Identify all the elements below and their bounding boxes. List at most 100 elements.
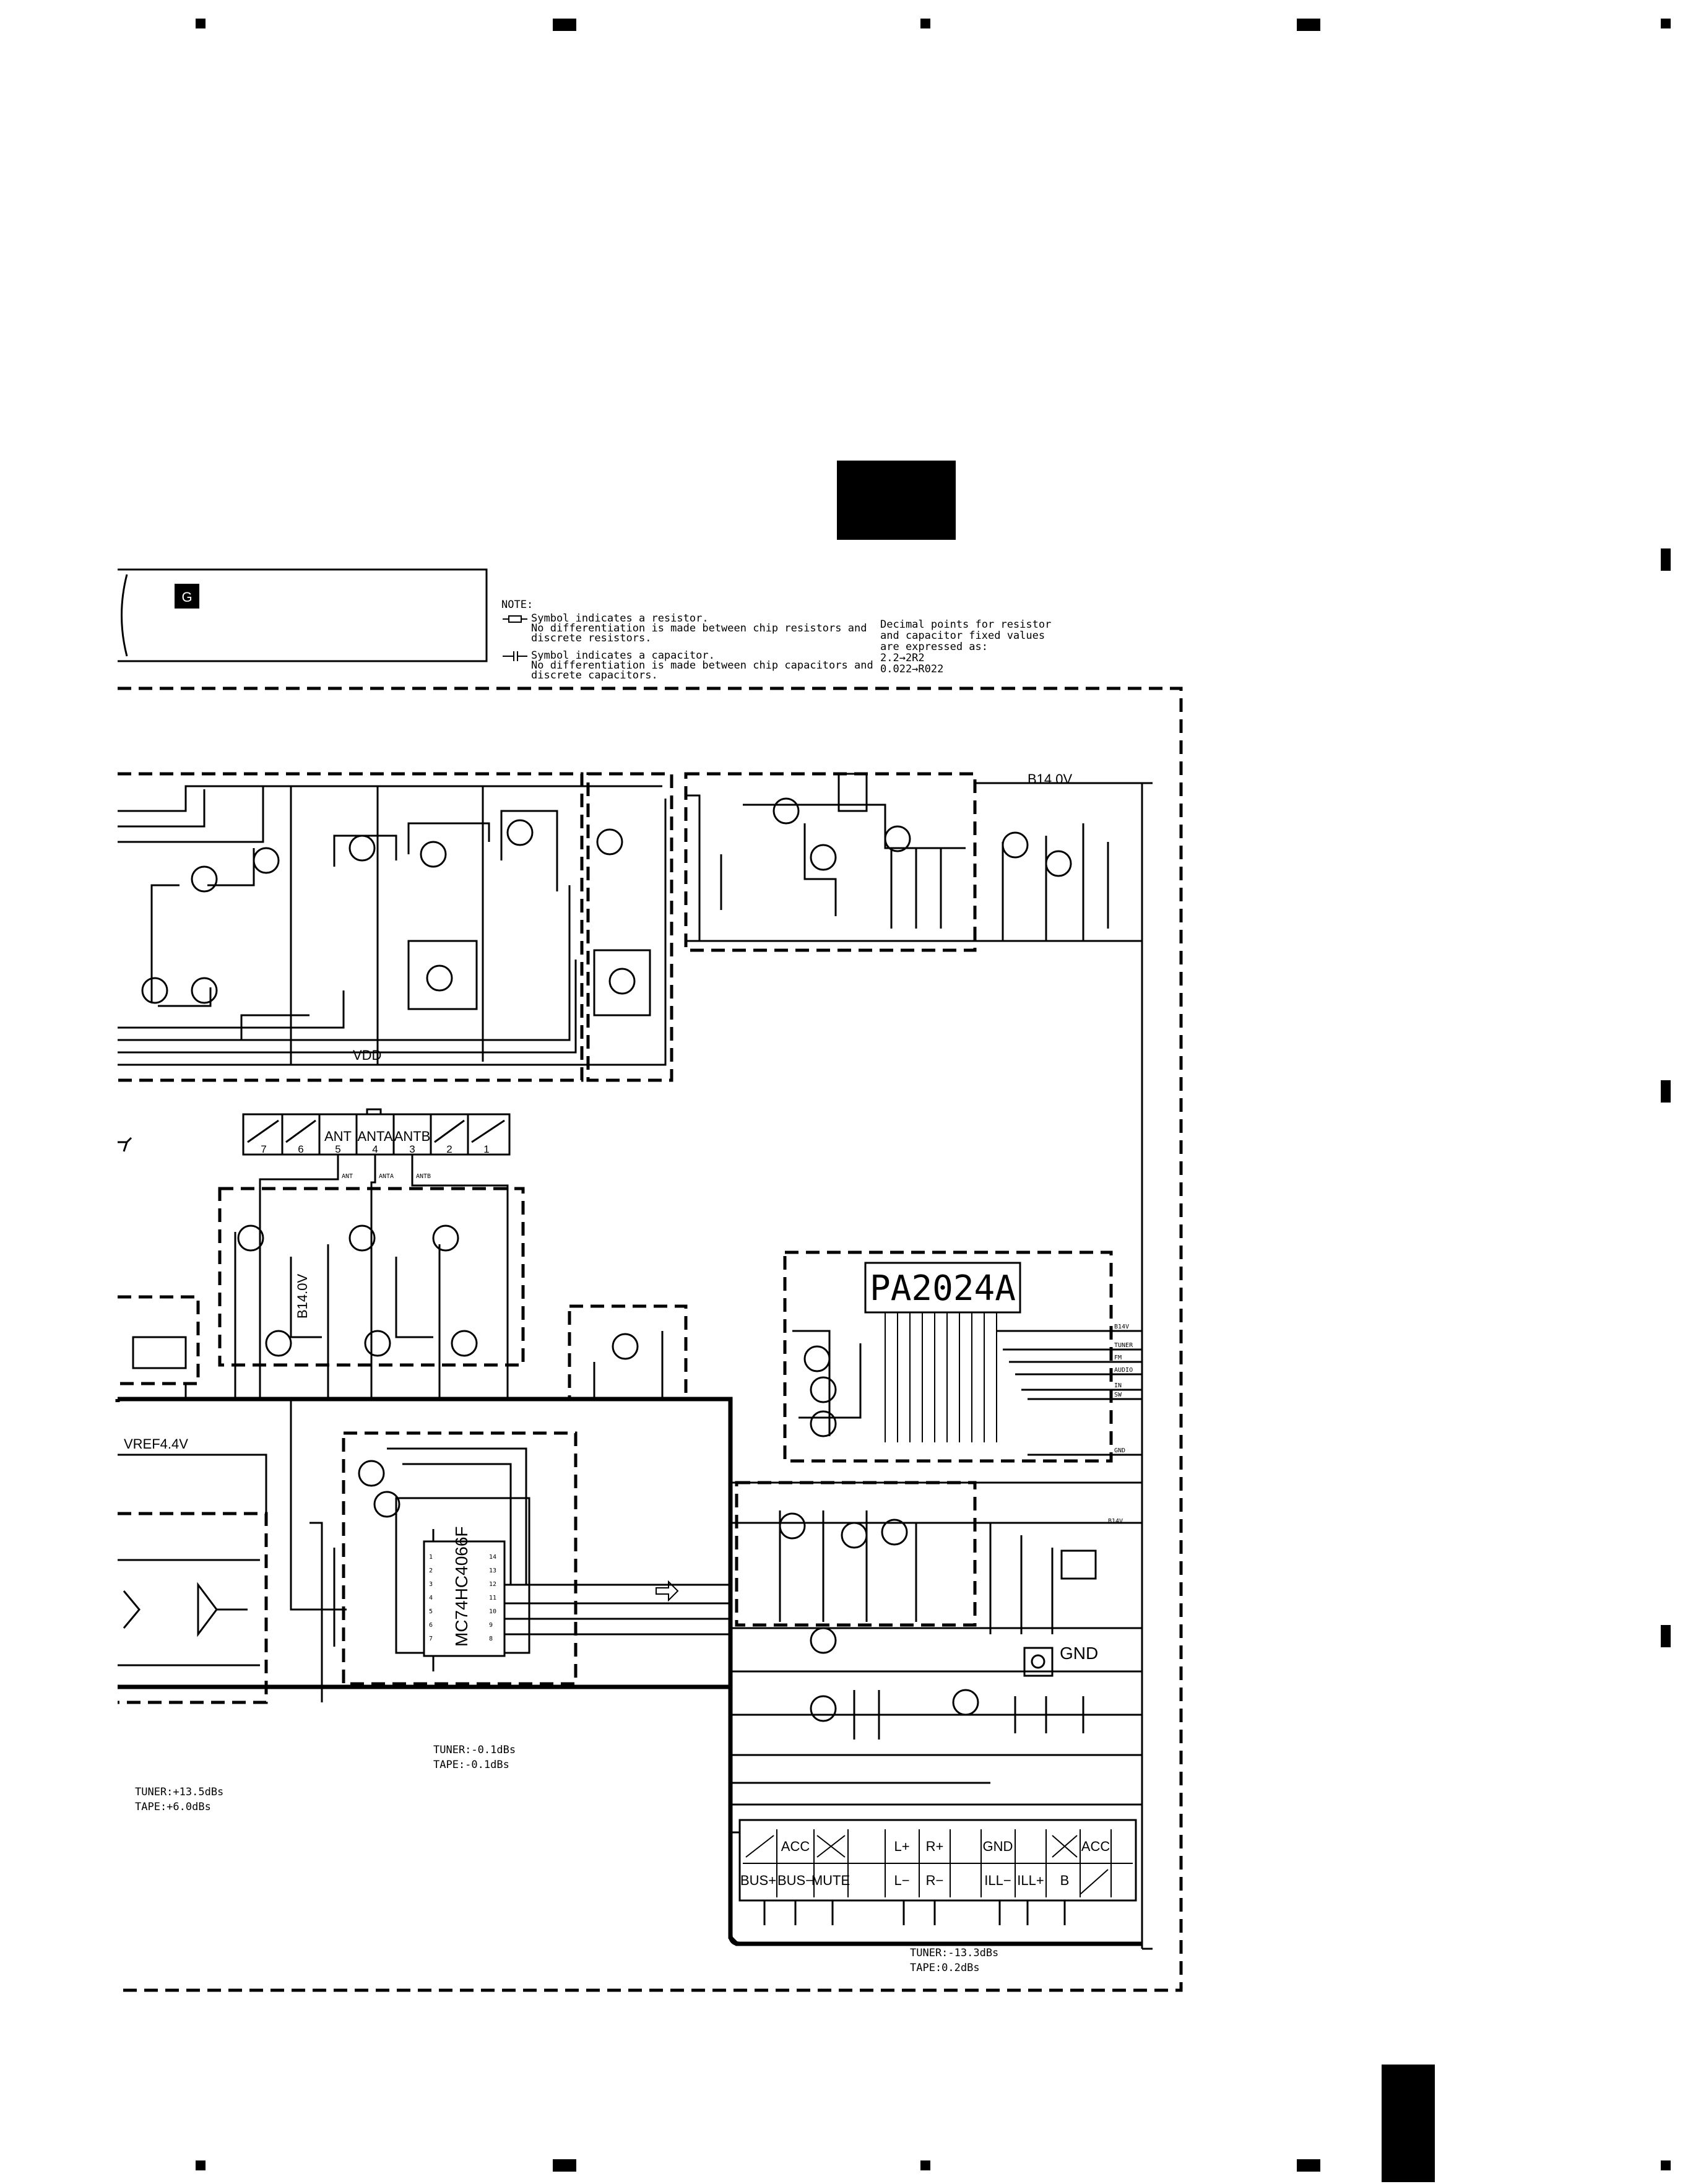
connector-label-r-minus: R− bbox=[926, 1873, 944, 1888]
level-bottom-tape: TAPE:0.2dBs bbox=[910, 1962, 980, 1974]
switch-pin: 8 bbox=[489, 1636, 493, 1642]
note-resistor-line2: No differentiation is made between chip … bbox=[531, 622, 867, 635]
gnd-label: GND bbox=[1060, 1644, 1098, 1663]
note-capacitor-line2: No differentiation is made between chip … bbox=[531, 659, 873, 672]
switch-pins-left: 1 2 3 4 5 6 7 bbox=[429, 1554, 433, 1642]
switch-pin: 7 bbox=[429, 1636, 433, 1642]
bottom-level-annotation: TUNER:-13.3dBs TAPE:0.2dBs bbox=[910, 1947, 998, 1974]
switch-pin: 3 bbox=[429, 1581, 433, 1588]
ant-pin-label-antb: ANTB bbox=[394, 1129, 431, 1144]
amp-net: B14V bbox=[1114, 1324, 1129, 1330]
connector-label-acc-2: ACC bbox=[1081, 1839, 1110, 1854]
note-resistor-line3: discrete resistors. bbox=[531, 632, 651, 644]
level-mid-tuner: TUNER:-0.1dBs bbox=[433, 1744, 516, 1756]
amp-net: TUNER bbox=[1114, 1342, 1133, 1349]
amp-net: AUDIO bbox=[1114, 1367, 1133, 1374]
note-decimal-line5: 0.022→R022 bbox=[880, 663, 943, 675]
unit-border bbox=[118, 687, 1183, 1992]
switch-chip-label: MC74HC4066F bbox=[452, 1526, 471, 1647]
connector-label-r-plus: R+ bbox=[926, 1839, 944, 1854]
antenna-pin-numbers: 7 6 5 4 3 2 1 bbox=[261, 1143, 489, 1155]
amp-chip-label: PA2024A bbox=[870, 1268, 1016, 1309]
amp-net: IN bbox=[1114, 1382, 1122, 1389]
net-anta: ANTA bbox=[379, 1173, 394, 1180]
net-antb: ANTB bbox=[416, 1173, 431, 1180]
switch-pin: 4 bbox=[429, 1595, 433, 1601]
b14-top-label: B14.0V bbox=[1028, 771, 1072, 787]
note-decimal-line4: 2.2→2R2 bbox=[880, 652, 925, 664]
ant-pin-5: 5 bbox=[335, 1143, 340, 1155]
connector-label-l-minus: L− bbox=[894, 1873, 909, 1888]
switch-pin: 12 bbox=[489, 1581, 496, 1588]
connector-label-l-plus: L+ bbox=[894, 1839, 909, 1854]
switch-pin: 14 bbox=[489, 1554, 496, 1561]
note-decimal-line3: are expressed as: bbox=[880, 641, 988, 653]
antenna-connector bbox=[242, 1108, 511, 1156]
switch-pin: 13 bbox=[489, 1567, 496, 1574]
connector-label-ill-minus: ILL− bbox=[984, 1873, 1011, 1888]
connector-label-ill-plus: ILL+ bbox=[1017, 1873, 1044, 1888]
ant-pin-label-anta: ANTA bbox=[357, 1129, 392, 1144]
antenna-stub bbox=[118, 1137, 132, 1152]
left-partial-block bbox=[118, 1295, 200, 1399]
switch-pin: 5 bbox=[429, 1608, 433, 1615]
ant-pin-3: 3 bbox=[409, 1143, 415, 1155]
switch-pin: 2 bbox=[429, 1567, 433, 1574]
level-left-tape: TAPE:+6.0dBs bbox=[135, 1801, 211, 1813]
main-connector-top-labels: ACC L+ R+ GND ACC bbox=[781, 1839, 1110, 1854]
ant-pin-7: 7 bbox=[261, 1143, 266, 1155]
pa2024a-block: PA2024A bbox=[783, 1250, 1142, 1463]
mid-level-annotation: TUNER:-0.1dBs TAPE:-0.1dBs bbox=[433, 1744, 516, 1771]
section-badge: G bbox=[181, 589, 192, 605]
mc74hc4066-ic: MC74HC4066F 1 2 3 4 5 6 7 14 13 12 11 10… bbox=[423, 1526, 730, 1657]
level-bottom-tuner: TUNER:-13.3dBs bbox=[910, 1947, 998, 1959]
ant-pin-1: 1 bbox=[483, 1143, 489, 1155]
note-decimal-line2: and capacitor fixed values bbox=[880, 630, 1045, 642]
b14v-net-label: B14V bbox=[1108, 1518, 1123, 1525]
switch-pins-right: 14 13 12 11 10 9 8 bbox=[489, 1554, 496, 1642]
connector-label-gnd: GND bbox=[983, 1839, 1013, 1854]
audio-output-block: B14V bbox=[730, 1481, 1142, 1634]
note-heading: NOTE: bbox=[501, 599, 533, 611]
level-mid-tape: TAPE:-0.1dBs bbox=[433, 1759, 509, 1771]
switch-pin: 11 bbox=[489, 1595, 496, 1601]
illumination-switch-block bbox=[730, 1627, 1142, 1756]
connector-label-bus-minus: BUS− bbox=[777, 1873, 813, 1888]
switch-pin: 1 bbox=[429, 1554, 433, 1561]
bus-frame-left bbox=[118, 1397, 733, 1689]
page-tab-block bbox=[1382, 2065, 1435, 2182]
page-block bbox=[837, 461, 956, 540]
connector-label-acc: ACC bbox=[781, 1839, 810, 1854]
connector-label-bus-plus: BUS+ bbox=[740, 1873, 776, 1888]
vref-label: VREF4.4V bbox=[124, 1436, 188, 1452]
vdd-label: VDD bbox=[353, 1047, 381, 1063]
antenna-connector-labels: ANT ANTA ANTB bbox=[324, 1129, 430, 1144]
antenna-switch-block: B14.0V ANT ANTA ANTB bbox=[218, 1155, 525, 1399]
net-ant: ANT bbox=[342, 1173, 353, 1180]
registration-marks bbox=[196, 19, 1671, 2172]
title-frame: G bbox=[118, 568, 488, 662]
amp-net: SW bbox=[1114, 1392, 1122, 1398]
note-block: NOTE: Symbol indicates a resistor. No di… bbox=[501, 599, 1051, 682]
mute-transistor-block bbox=[568, 1304, 688, 1401]
amp-net: GND bbox=[1114, 1447, 1125, 1454]
connector-label-mute: MUTE bbox=[812, 1873, 850, 1888]
opamp-block: VREF4.4V bbox=[118, 1399, 347, 1704]
note-capacitor-line3: discrete capacitors. bbox=[531, 669, 658, 682]
amp-net: FM bbox=[1114, 1354, 1122, 1361]
note-capacitor-line1: Symbol indicates a capacitor. bbox=[531, 649, 715, 662]
main-connector-bottom-labels: BUS+ BUS− MUTE L− R− ILL− ILL+ B bbox=[740, 1873, 1069, 1888]
ant-pin-4: 4 bbox=[372, 1143, 378, 1155]
ant-pin-label-ant: ANT bbox=[324, 1129, 352, 1144]
level-left-tuner: TUNER:+13.5dBs bbox=[135, 1786, 223, 1798]
switch-pin: 9 bbox=[489, 1622, 493, 1629]
left-level-annotation: TUNER:+13.5dBs TAPE:+6.0dBs bbox=[135, 1786, 223, 1813]
b14-mid-label: B14.0V bbox=[295, 1274, 310, 1319]
note-resistor-line1: Symbol indicates a resistor. bbox=[531, 612, 709, 625]
ant-pin-2: 2 bbox=[446, 1143, 452, 1155]
note-decimal-line1: Decimal points for resistor bbox=[880, 618, 1051, 631]
ant-pin-6: 6 bbox=[298, 1143, 303, 1155]
tuner-transistor-block: VDD bbox=[118, 772, 673, 1082]
switch-pin: 6 bbox=[429, 1622, 433, 1629]
